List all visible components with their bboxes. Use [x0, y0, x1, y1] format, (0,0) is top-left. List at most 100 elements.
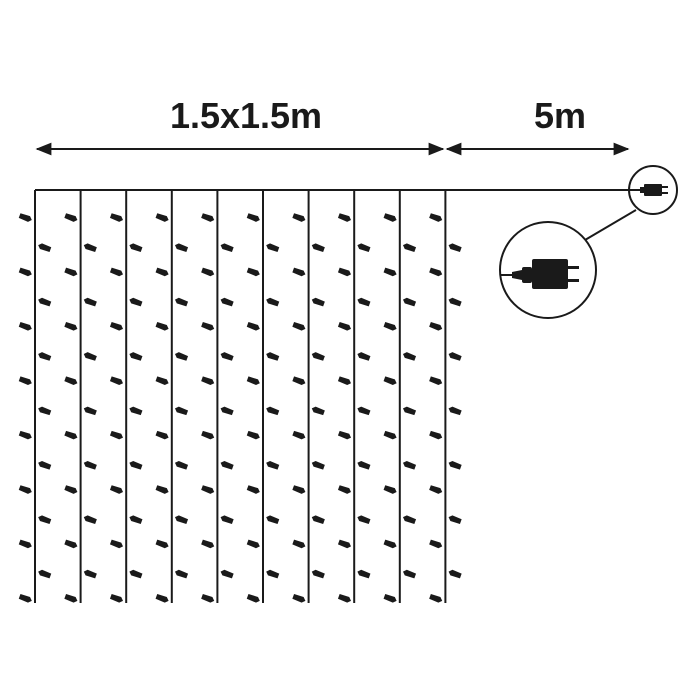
led-bulb-icon [266, 243, 280, 252]
led-bulb-icon [292, 376, 306, 386]
led-bulb-icon [155, 213, 169, 222]
led-bulb-icon [311, 243, 325, 252]
led-bulb-icon [337, 376, 352, 386]
led-bulb-icon [402, 460, 417, 470]
led-bulb-icon [429, 376, 443, 386]
led-bulb-icon [246, 430, 260, 440]
led-bulb-icon [220, 569, 234, 579]
led-bulb-icon [18, 213, 32, 222]
led-bulb-icon [109, 322, 124, 331]
led-bulb-icon [220, 406, 234, 416]
led-bulb-icon [402, 352, 417, 361]
led-bulb-icon [311, 352, 325, 361]
led-bulb-icon [155, 485, 169, 494]
led-bulb-icon [337, 485, 352, 494]
led-bulb-icon [383, 267, 397, 277]
led-bulb-icon [337, 322, 352, 331]
led-bulb-icon [246, 376, 260, 386]
led-bulb-icon [383, 594, 397, 603]
led-bulb-icon [38, 243, 52, 252]
led-bulb-icon [429, 485, 443, 494]
led-bulb-icon [109, 430, 124, 440]
led-bulb-icon [357, 569, 371, 579]
led-bulb-icon [109, 485, 124, 494]
led-bulb-icon [357, 297, 371, 307]
led-bulb-icon [129, 569, 143, 579]
led-bulb-icon [357, 460, 371, 470]
led-bulb-icon [292, 430, 306, 440]
led-bulb-icon [429, 322, 443, 331]
led-bulb-icon [220, 352, 234, 361]
led-bulb-icon [448, 569, 462, 579]
led-bulb-icon [174, 297, 189, 307]
led-bulb-icon [18, 267, 32, 277]
led-bulb-icon [18, 376, 32, 386]
led-bulb-icon [83, 352, 97, 361]
led-bulb-icon [266, 297, 280, 307]
led-bulb-icon [109, 376, 124, 386]
led-bulb-icon [311, 297, 325, 307]
led-bulb-icon [429, 267, 443, 277]
led-bulb-icon [201, 376, 215, 386]
led-bulb-icon [155, 267, 169, 277]
power-plug-icon [640, 184, 668, 196]
led-bulb-icon [402, 243, 417, 252]
led-bulb-icon [83, 297, 97, 307]
led-bulb-icon [246, 267, 260, 277]
led-bulb-icon [311, 460, 325, 470]
led-bulb-icon [64, 594, 78, 603]
zoom-connector [584, 209, 637, 241]
led-bulb-icon [174, 406, 189, 416]
led-bulb-icon [448, 406, 462, 416]
led-bulb-icon [357, 515, 371, 524]
led-bulb-icon [174, 243, 189, 252]
led-bulb-icon [292, 267, 306, 277]
led-bulb-icon [64, 213, 78, 222]
led-bulb-icon [18, 485, 32, 494]
led-bulb-icon [220, 243, 234, 252]
led-bulb-icon [129, 243, 143, 252]
led-bulb-icon [337, 267, 352, 277]
led-bulb-icon [155, 539, 169, 549]
led-bulb-icon [292, 594, 306, 603]
led-bulb-icon [129, 460, 143, 470]
led-bulb-icon [201, 430, 215, 440]
led-bulb-icon [311, 406, 325, 416]
led-bulb-icon [38, 406, 52, 416]
led-bulb-icon [337, 430, 352, 440]
led-bulb-icon [64, 322, 78, 331]
led-bulb-icon [311, 569, 325, 579]
led-bulb-icon [83, 243, 97, 252]
led-bulb-icon [83, 515, 97, 524]
led-bulb-icon [402, 515, 417, 524]
led-bulb-icon [109, 267, 124, 277]
led-bulb-icon [292, 322, 306, 331]
led-bulb-icon [109, 213, 124, 222]
led-bulb-icon [174, 352, 189, 361]
led-bulb-icon [357, 352, 371, 361]
led-bulb-icon [201, 267, 215, 277]
led-bulb-icon [129, 352, 143, 361]
led-bulb-icon [201, 213, 215, 222]
led-bulb-icon [448, 515, 462, 524]
led-bulb-icon [337, 539, 352, 549]
led-bulb-icon [311, 515, 325, 524]
led-bulb-icon [38, 352, 52, 361]
led-bulb-icon [357, 243, 371, 252]
led-bulb-icon [429, 213, 443, 222]
lead-cable-label: 5m [534, 95, 586, 136]
led-bulb-icon [292, 485, 306, 494]
led-bulb-icon [448, 352, 462, 361]
led-bulb-icon [18, 322, 32, 331]
led-bulb-icon [402, 569, 417, 579]
led-bulb-icon [201, 539, 215, 549]
led-bulb-icon [383, 376, 397, 386]
led-bulb-icon [220, 460, 234, 470]
led-bulb-icon [18, 594, 32, 603]
led-bulb-icon [266, 406, 280, 416]
led-bulb-icon [64, 430, 78, 440]
led-bulb-icon [83, 569, 97, 579]
power-plug-icon-large [500, 259, 579, 289]
led-bulb-icon [109, 594, 124, 603]
